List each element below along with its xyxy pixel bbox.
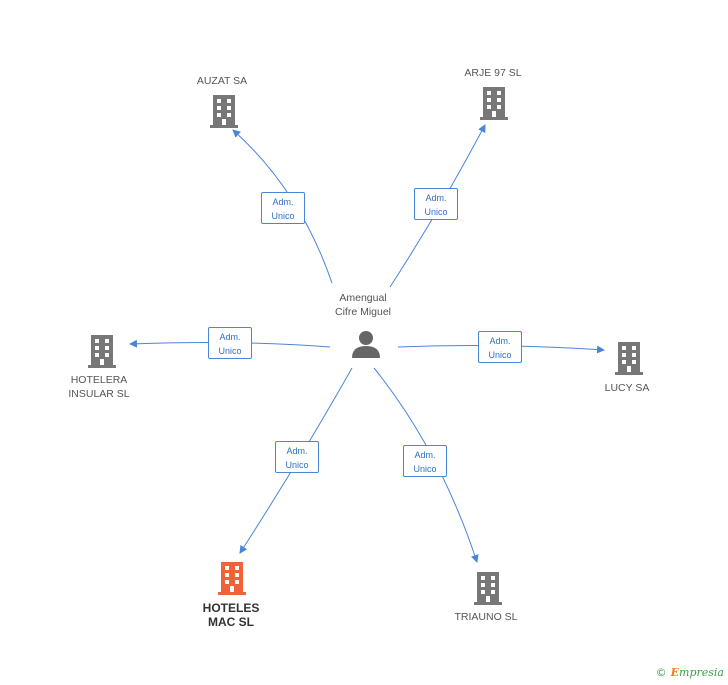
copyright-icon: © [655, 666, 667, 679]
brand-initial: E [670, 666, 680, 679]
company-name-line: AUZAT SA [196, 75, 248, 87]
company-name-line: LUCY SA [604, 382, 650, 394]
person-name-line: Cifre Miguel [334, 306, 392, 318]
relation-box-hotelera[interactable]: Adm. Unico [208, 327, 252, 359]
relation-label: Adm. [272, 197, 294, 207]
relation-label: Adm. [286, 446, 308, 456]
relation-label: Unico [285, 460, 309, 470]
person-name[interactable]: Amengual Cifre Miguel [335, 291, 391, 319]
building-icon[interactable] [480, 87, 508, 120]
relation-box-arje[interactable]: Adm. Unico [414, 188, 458, 220]
relation-box-lucy[interactable]: Adm. Unico [478, 331, 522, 363]
company-name-hotelera[interactable]: HOTELERA INSULAR SL [68, 373, 129, 401]
building-icon[interactable] [210, 95, 238, 128]
company-name-line: HOTELERA [70, 374, 128, 386]
person-name-line: Amengual [339, 292, 387, 304]
building-icon-highlight[interactable] [218, 562, 246, 595]
brand-name: mpresia [679, 666, 724, 679]
relation-label: Adm. [414, 450, 436, 460]
building-icon[interactable] [474, 572, 502, 605]
relation-box-auzat[interactable]: Adm. Unico [261, 192, 305, 224]
company-name-line: MAC SL [207, 615, 254, 629]
relation-label: Unico [271, 211, 295, 221]
company-name-line: INSULAR SL [68, 388, 130, 400]
company-name-hoteles[interactable]: HOTELES MAC SL [203, 601, 260, 629]
brand-footer[interactable]: ©Empresia [656, 666, 724, 679]
company-name-arje[interactable]: ARJE 97 SL [464, 66, 521, 80]
company-name-line: HOTELES [202, 601, 260, 615]
company-name-line: ARJE 97 SL [464, 67, 522, 79]
building-icon[interactable] [615, 342, 643, 375]
company-name-line: TRIAUNO SL [454, 611, 518, 623]
relation-label: Unico [424, 207, 448, 217]
relation-label: Unico [488, 350, 512, 360]
relation-label: Unico [218, 346, 242, 356]
relation-label: Adm. [425, 193, 447, 203]
company-name-auzat[interactable]: AUZAT SA [197, 74, 247, 88]
building-icon[interactable] [88, 335, 116, 368]
relation-box-triauno[interactable]: Adm. Unico [403, 445, 447, 477]
relation-label: Adm. [489, 336, 511, 346]
relation-box-hoteles[interactable]: Adm. Unico [275, 441, 319, 473]
company-name-lucy[interactable]: LUCY SA [605, 381, 650, 395]
relation-label: Adm. [219, 332, 241, 342]
person-icon[interactable] [352, 331, 380, 358]
company-name-triauno[interactable]: TRIAUNO SL [454, 610, 517, 624]
relation-label: Unico [413, 464, 437, 474]
